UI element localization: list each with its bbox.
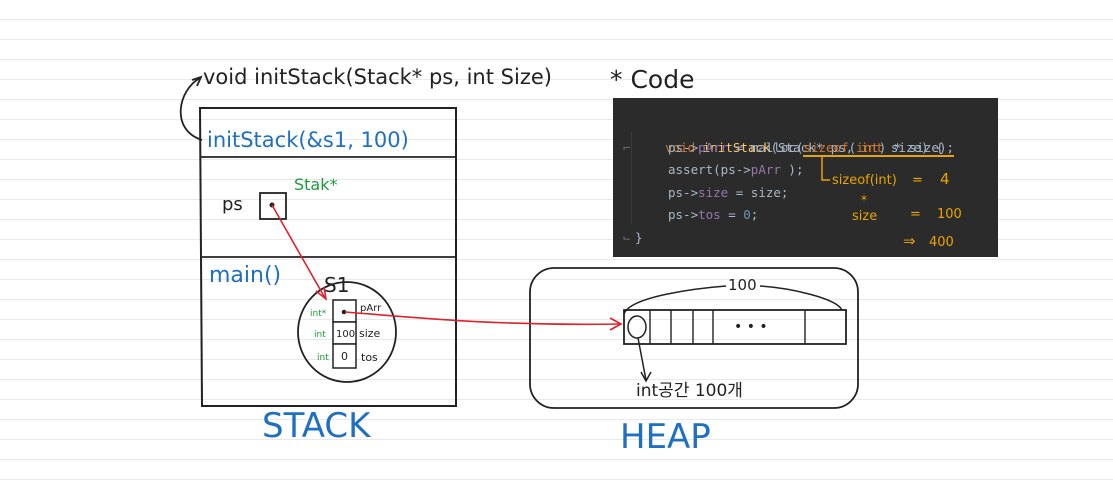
code-token: (Stack* ps,	[770, 139, 861, 155]
code-token: ps->	[668, 207, 699, 222]
parr-pointer-dot	[341, 309, 347, 315]
malloc-argument-underline: sizeof(int) * size);	[803, 139, 955, 157]
ps-label: ps	[222, 194, 243, 215]
field-value-size: 100	[336, 329, 355, 340]
heap-first-cell-circle	[627, 315, 647, 339]
sizeof-pointer-arrow	[821, 156, 830, 181]
heap-array	[623, 309, 847, 345]
code-token: int	[856, 139, 879, 155]
heap-brace	[623, 285, 843, 315]
heap-note: int공간 100개	[636, 381, 743, 401]
heap-note-arrowhead	[640, 371, 652, 383]
result-value: 400	[929, 235, 954, 250]
code-token: );	[780, 162, 804, 177]
recursion-arrowhead	[191, 75, 203, 87]
recursion-arrow	[179, 77, 203, 141]
size-label: size	[852, 209, 877, 224]
code-token: ;	[750, 207, 759, 222]
code-token: = size;	[728, 184, 789, 200]
code-token: void	[665, 139, 696, 155]
code-token: 0	[743, 207, 751, 222]
stack-box	[198, 107, 457, 407]
field-name-size: size	[359, 327, 381, 340]
code-line-4: ps->size = size;	[613, 182, 998, 205]
field-value-tos: 0	[341, 350, 348, 363]
ps-to-s1-arrow	[271, 204, 326, 299]
function-signature: void initStack(Stack* ps, int Size)	[203, 65, 552, 89]
code-token: sizeof	[803, 139, 849, 155]
result-arrow: ⇒	[903, 232, 916, 250]
code-token: =	[720, 207, 744, 222]
field-type-parr: int*	[310, 309, 327, 319]
indent-guide	[631, 132, 632, 224]
code-line-6: ⌙}	[613, 227, 998, 250]
s1-struct-outline	[297, 281, 397, 383]
code-token: }	[635, 229, 643, 245]
field-type-tos: int	[317, 353, 329, 363]
code-token: pArr	[698, 139, 729, 155]
heap-ellipsis: • • •	[734, 319, 768, 335]
multiply-star: *	[861, 193, 867, 207]
sizeof-value: 4	[940, 170, 950, 188]
code-token: tos	[698, 207, 721, 222]
code-token: size) {	[883, 139, 944, 155]
code-title: * Code	[610, 65, 694, 94]
code-token: ) * size);	[878, 139, 955, 155]
code-line-2: ps->pArr = malloc(sizeof(int) * size);	[613, 137, 998, 160]
heap-caption: HEAP	[620, 417, 711, 457]
code-token: = malloc(	[728, 139, 804, 155]
size-equals: =	[910, 207, 921, 222]
code-token: size	[698, 184, 729, 200]
parr-to-heap-arrowhead	[609, 317, 623, 331]
code-panel: ⌐ void initStack(Stack* ps, int size) { p…	[613, 98, 998, 257]
s1-label: S1	[324, 273, 349, 297]
stack-caption: STACK	[262, 406, 372, 446]
ps-box	[259, 192, 287, 220]
parr-to-heap-arrow	[344, 311, 621, 326]
code-line-5: ps->tos = 0;	[613, 204, 998, 227]
code-line-3: assert(ps->pArr );	[613, 159, 998, 182]
code-token: int	[860, 139, 884, 155]
code-token: ps->	[668, 184, 699, 200]
s1-field-tos	[332, 343, 357, 369]
ps-to-s1-arrowhead	[315, 286, 328, 301]
heap-note-arrow	[637, 337, 647, 381]
sizeof-equals: =	[912, 173, 923, 188]
code-token: ps->	[668, 139, 699, 155]
sizeof-label: sizeof(int)	[832, 173, 897, 188]
fold-marker-icon: ⌙	[623, 229, 631, 245]
code-token: initStack	[702, 139, 771, 155]
heap-count-label: 100	[728, 276, 757, 294]
heap-box	[529, 267, 859, 409]
code-line-1: ⌐ void initStack(Stack* ps, int size) {	[613, 114, 998, 155]
main-frame-label: main()	[209, 263, 281, 288]
code-token: assert(ps->	[668, 162, 751, 177]
field-name-parr: pArr	[360, 303, 382, 314]
fold-marker-icon: ⌐	[623, 139, 631, 155]
field-type-size: int	[314, 330, 326, 340]
initstack-frame-label: initStack(&s1, 100)	[207, 128, 409, 152]
field-name-tos: tos	[361, 351, 378, 364]
code-token: pArr	[750, 162, 781, 177]
size-value: 100	[937, 207, 962, 222]
code-token: (	[848, 139, 857, 155]
ps-type-label: Stak*	[294, 175, 338, 194]
